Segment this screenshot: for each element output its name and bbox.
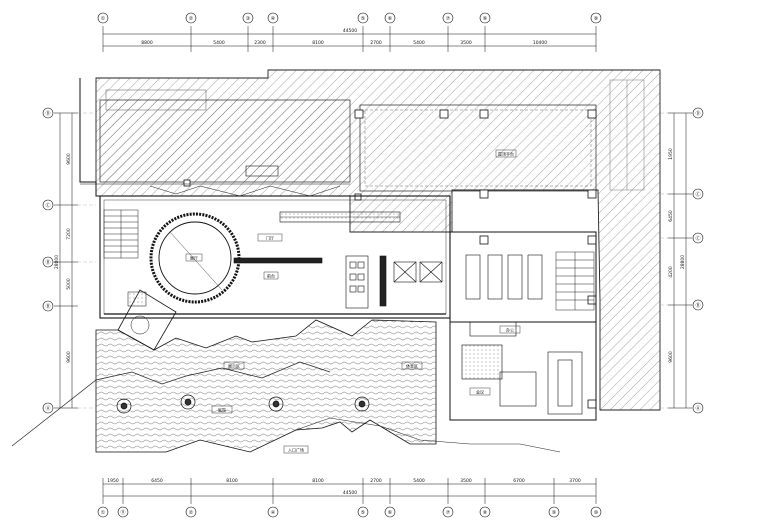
axis-top-0: ① <box>101 16 106 22</box>
room-labels: 屋顶平台 门厅 展示区 办公 会议 前台 展厅 休息区 庭院 入口广场 <box>185 149 521 454</box>
axis-bottom-3: ④ <box>271 510 276 516</box>
bottom-dimensions <box>102 478 597 504</box>
dim-left-0: 9600 <box>66 153 72 165</box>
left-dimension-labels: 9600 7200 5000 9600 28800 <box>54 153 72 363</box>
dim-bottom-5: 5400 <box>413 478 425 484</box>
room-label-7: 休息区 <box>406 363 418 369</box>
dim-bottom-total: 44500 <box>343 490 357 496</box>
dim-top-total: 44500 <box>343 28 357 34</box>
axis-bottom-1: ⑪ <box>120 509 125 516</box>
dim-left-1: 7200 <box>66 228 72 240</box>
axis-top-6: ⑦ <box>446 16 451 22</box>
dim-top-2: 2300 <box>254 40 266 46</box>
room-label-4: 会议 <box>476 389 484 395</box>
axis-top-4: ⑤ <box>361 16 365 22</box>
room-label-0: 屋顶平台 <box>498 151 514 157</box>
right-dimension-labels: 1950 6450 4200 9600 28800 <box>668 148 686 363</box>
dim-right-0: 1950 <box>668 148 674 160</box>
axis-left-extra: Ⓑ <box>45 303 50 310</box>
dim-bottom-4: 2700 <box>370 478 382 484</box>
room-label-2: 展示区 <box>228 363 240 369</box>
dim-top-5: 5400 <box>413 40 425 46</box>
dim-bottom-7: 6700 <box>513 478 525 484</box>
axis-right-3: Ⓑ <box>695 302 700 309</box>
dim-top-3: 8100 <box>312 40 324 46</box>
axis-top-1: ② <box>189 16 194 22</box>
top-axis-bubbles <box>97 12 602 24</box>
dim-top-6: 3500 <box>460 40 472 46</box>
stair-west <box>103 209 139 259</box>
room-label-3: 办公 <box>506 327 514 333</box>
dim-left-2: 5000 <box>66 278 72 290</box>
trees <box>116 394 370 414</box>
dim-bottom-8: 3700 <box>569 478 581 484</box>
axis-bottom-8: ⑨ <box>552 510 556 516</box>
dim-right-2: 4200 <box>668 266 674 278</box>
room-label-9: 入口广场 <box>288 447 304 453</box>
water-garden <box>11 319 561 453</box>
axis-left-1: Ⓒ <box>45 202 50 209</box>
top-dimensions <box>102 26 597 52</box>
axis-top-7: ⑧ <box>483 16 488 22</box>
dim-right-1: 6450 <box>668 210 674 222</box>
axis-bottom-9: ⑩ <box>594 510 599 516</box>
interior-elements <box>104 165 583 415</box>
axis-top-2: ③ <box>246 16 250 22</box>
axis-leaders <box>53 112 693 409</box>
roof-terrace <box>95 69 661 411</box>
right-axis-bubbles <box>692 107 704 414</box>
axis-left-0: Ⓓ <box>45 110 50 117</box>
dim-right-3: 9600 <box>668 351 674 363</box>
dim-bottom-6: 3500 <box>460 478 472 484</box>
room-label-1: 门厅 <box>266 235 274 241</box>
room-label-5: 前台 <box>267 273 275 279</box>
axis-left-3: Ⓐ <box>45 405 50 412</box>
dim-bottom-3: 8100 <box>312 478 324 484</box>
dim-bottom-1: 6450 <box>151 478 163 484</box>
dim-bottom-2: 8100 <box>226 478 238 484</box>
dim-left-3: 9600 <box>66 351 72 363</box>
axis-bottom-5: ⑥ <box>388 510 393 516</box>
axis-right-0: Ⓓ <box>695 110 700 117</box>
stair-east <box>555 251 595 311</box>
dim-top-0: 8800 <box>141 40 153 46</box>
axis-bottom-0: ① <box>101 510 106 516</box>
axis-right-2: Ⓒ <box>695 235 700 242</box>
bottom-axis-bubbles <box>97 506 602 518</box>
axis-left-2: Ⓑ <box>45 259 50 266</box>
room-label-8: 庭院 <box>218 407 226 413</box>
dim-top-1: 5400 <box>213 40 225 46</box>
dim-right-total: 28800 <box>680 255 686 269</box>
dim-top-7: 10400 <box>533 40 547 46</box>
dim-bottom-0: 1950 <box>107 478 119 484</box>
left-axis-extra-bubble <box>42 300 54 312</box>
axis-top-3: ④ <box>271 16 276 22</box>
building-outline <box>79 78 597 421</box>
room-label-6: 展厅 <box>190 255 198 261</box>
axis-bottom-7: ⑧ <box>483 510 488 516</box>
left-axis-bubbles <box>42 107 54 414</box>
axis-bottom-6: ⑦ <box>446 510 451 516</box>
axis-bottom-2: ② <box>189 510 194 516</box>
axis-top-5: ⑥ <box>388 16 393 22</box>
axis-top-8: ⑨ <box>594 16 598 22</box>
axis-bottom-4: ⑤ <box>361 510 365 516</box>
axis-right-4: Ⓐ <box>695 405 700 412</box>
dim-top-4: 2700 <box>370 40 382 46</box>
axis-right-1: Ⓒ <box>695 191 700 198</box>
